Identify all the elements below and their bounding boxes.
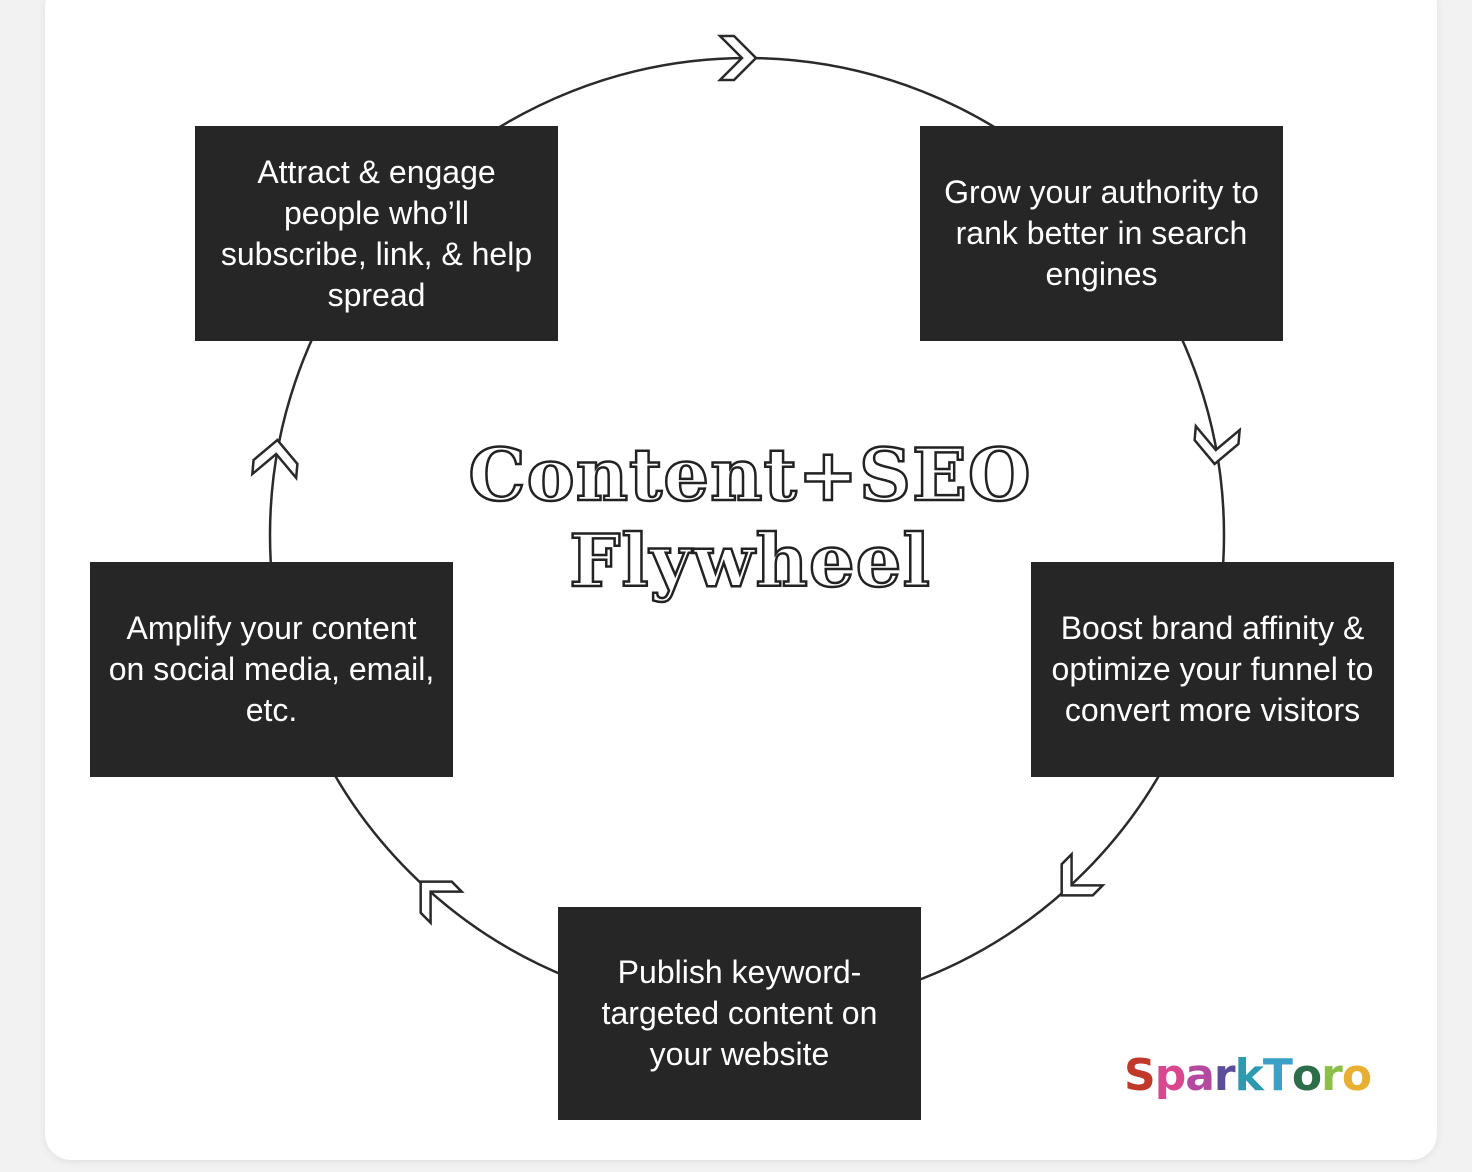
logo-letter: p <box>1154 1050 1186 1101</box>
chevron-arrow-icon <box>419 880 465 926</box>
chevron-arrow-icon <box>250 438 299 481</box>
logo-letter: T <box>1262 1050 1293 1101</box>
logo-letter: r <box>1213 1050 1236 1101</box>
step-text: Amplify your content on social media, em… <box>108 610 435 728</box>
step-attract-engage: Attract & engage people who’ll subscribe… <box>195 126 558 341</box>
logo-letter: o <box>1341 1050 1372 1101</box>
logo-letter: r <box>1321 1050 1343 1101</box>
step-publish-content: Publish keyword-targeted content on your… <box>558 907 921 1120</box>
chevron-arrow-icon <box>1060 851 1106 897</box>
step-grow-authority: Grow your authority to rank better in se… <box>920 126 1283 341</box>
sparktoro-logo: SparkToro <box>1124 1050 1372 1101</box>
title-line-1: Content+SEO <box>467 431 1032 519</box>
step-text: Grow your authority to rank better in se… <box>944 174 1259 292</box>
logo-letter: k <box>1234 1050 1264 1101</box>
title-line-2: Flywheel <box>568 517 931 605</box>
step-text: Publish keyword-targeted content on your… <box>601 954 878 1072</box>
diagram-title: Content+SEO Flywheel <box>440 431 1060 605</box>
step-boost-brand: Boost brand affinity & optimize your fun… <box>1031 562 1394 777</box>
chevron-arrow-icon <box>716 34 758 82</box>
logo-letter: S <box>1124 1050 1156 1101</box>
step-amplify-content: Amplify your content on social media, em… <box>90 562 453 777</box>
logo-letter: o <box>1291 1050 1322 1101</box>
logo-letter: a <box>1185 1050 1215 1101</box>
step-text: Boost brand affinity & optimize your fun… <box>1051 610 1374 728</box>
chevron-arrow-icon <box>1193 423 1242 466</box>
step-text: Attract & engage people who’ll subscribe… <box>220 153 533 313</box>
